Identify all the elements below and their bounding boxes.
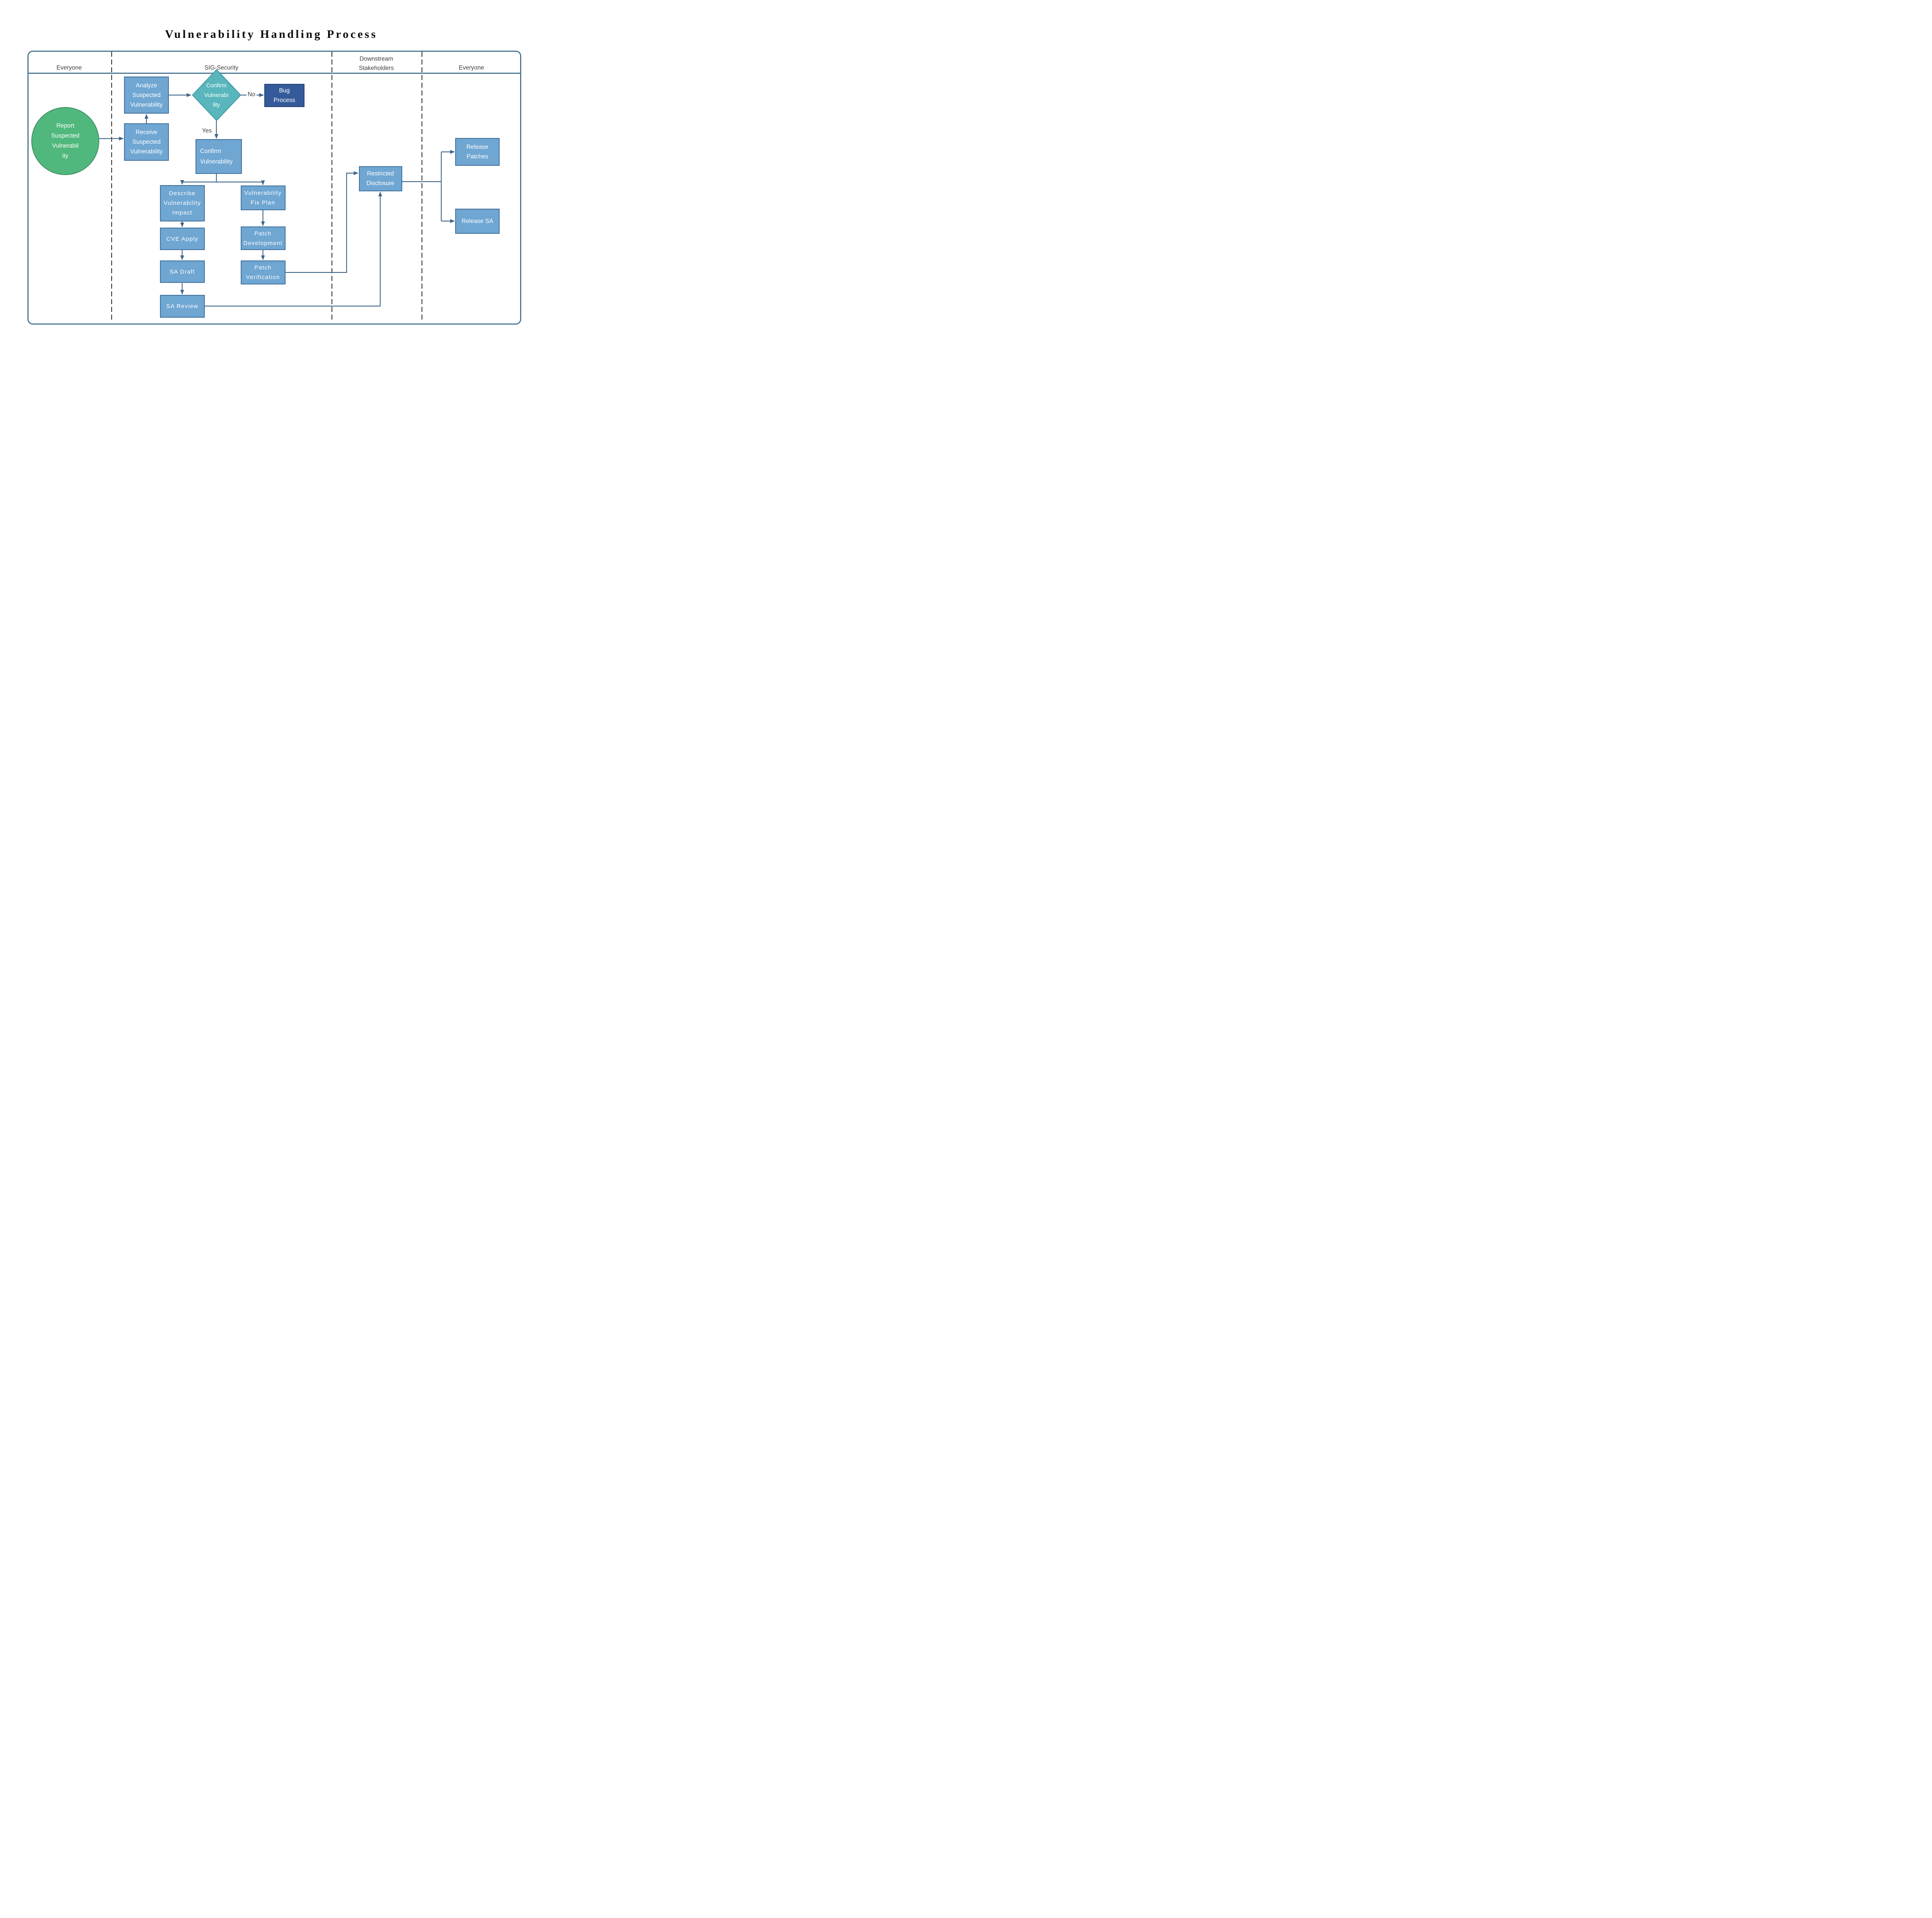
node-restricted-disclosure: Restricted Disclosure — [359, 166, 402, 191]
node-patch-development: Patch Development — [240, 226, 286, 250]
lane-label-everyone-right: Everyone — [459, 65, 484, 71]
lane-divider-1 — [111, 52, 112, 322]
node-receive-suspected-vulnerability: Receive Suspected Vulnerability — [124, 123, 169, 161]
edge-label-no: No — [247, 91, 257, 98]
edge-patch-verify-to-restricted — [285, 171, 359, 273]
diamond-shape — [192, 69, 241, 121]
edge-sa-review-to-restricted — [205, 192, 382, 307]
node-confirm-vulnerability: Confirm Vulnerability — [196, 139, 242, 174]
lane-label-sig-security: SIG-Security — [204, 65, 238, 71]
node-release-sa: Release SA — [455, 209, 500, 234]
flowchart-page: Vulnerability Handling Process Everyone … — [0, 0, 543, 384]
page-title: Vulnerability Handling Process — [165, 28, 378, 41]
node-patch-verification: Patch Verification — [240, 260, 286, 284]
node-vulnerability-fix-plan: Vulnerability Fix Plan — [240, 186, 286, 210]
lane-header-separator — [29, 73, 520, 74]
node-cve-apply: CVE Apply — [160, 228, 205, 250]
lane-label-downstream-stakeholders: Downstream Stakeholders — [359, 56, 394, 71]
swimlane-frame — [27, 51, 521, 325]
node-sa-review: SA Review — [160, 295, 205, 318]
node-confirm-vulnerability-decision: Confirm Vulnerabi lity — [192, 69, 241, 121]
node-release-patches: Release Patches — [455, 138, 500, 166]
node-report-suspected-vulnerability: Report Suspected Vulnerabil ity — [31, 107, 99, 175]
node-analyze-suspected-vulnerability: Analyze Suspected Vulnerability — [124, 77, 169, 114]
lane-label-everyone-left: Everyone — [56, 65, 82, 71]
edge-label-yes: Yes — [202, 128, 212, 134]
node-describe-vulnerability-impact: Describe Vulnerability Impact — [160, 185, 205, 221]
node-bug-process: Bug Process — [264, 84, 304, 107]
node-sa-draft: SA Draft — [160, 260, 205, 283]
